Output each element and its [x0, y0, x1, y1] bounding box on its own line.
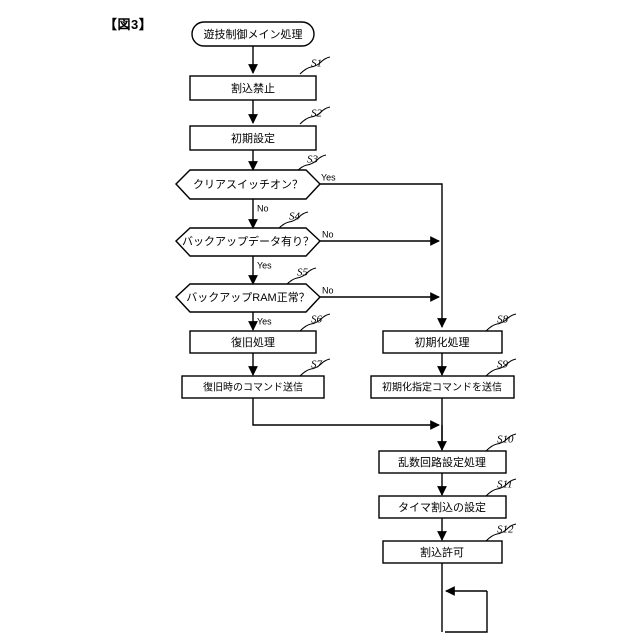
- leader-s2: [299, 106, 331, 125]
- s7-box: [181, 375, 325, 399]
- s11-box: [378, 495, 507, 519]
- node-s1[interactable]: 割込禁止: [189, 75, 317, 101]
- leader-s8: [485, 313, 517, 332]
- s8-label: 初期化処理: [415, 335, 470, 349]
- s10-box: [378, 450, 507, 474]
- connector-s7-to-merge: [252, 398, 440, 430]
- s2-label: 初期設定: [231, 131, 275, 145]
- node-s4[interactable]: バックアップデータ有り？: [175, 227, 321, 257]
- s5-hexagon: [175, 283, 321, 313]
- node-s12[interactable]: 割込許可: [382, 540, 503, 564]
- s4-label: バックアップデータ有り？: [182, 234, 314, 248]
- node-s2[interactable]: 初期設定: [189, 125, 317, 151]
- leader-s7: [299, 358, 331, 377]
- leader-s6: [299, 313, 331, 332]
- start-terminal-label: 遊技制御メイン処理: [204, 27, 303, 41]
- s9-box: [370, 375, 515, 399]
- node-start[interactable]: 遊技制御メイン処理: [191, 21, 315, 47]
- s6-step-tag: S6: [311, 314, 323, 326]
- leader-s10: [485, 433, 517, 452]
- leader-s3: [295, 154, 327, 173]
- node-s11[interactable]: タイマ割込の設定: [378, 495, 507, 519]
- s6-label: 復旧処理: [231, 336, 275, 349]
- s7-label: 復旧時のコマンド送信: [203, 381, 303, 394]
- s3-label: クリアスイッチオン？: [193, 178, 303, 191]
- s3-hexagon: [175, 169, 321, 200]
- s5-label: バックアップRAM正常？: [186, 291, 309, 304]
- s2-step-tag: S2: [311, 108, 323, 120]
- leader-s11: [485, 478, 517, 497]
- node-s6[interactable]: 復旧処理: [189, 330, 317, 354]
- s12-box: [382, 540, 503, 564]
- connector-s3-yes-to-trunk: [320, 183, 447, 328]
- s9-step-tag: S9: [497, 359, 509, 371]
- s10-step-tag: S10: [497, 434, 514, 446]
- s10-label: 乱数回路設定処理: [398, 455, 486, 469]
- s1-step-tag: S1: [311, 58, 322, 70]
- s3-step-tag: S3: [307, 154, 319, 166]
- s8-box: [382, 330, 503, 354]
- step-leader-layer: [277, 56, 517, 542]
- s12-label: 割込許可: [420, 545, 464, 559]
- figure-number-label: 【図3】: [104, 17, 153, 32]
- leader-s12: [485, 523, 517, 542]
- leader-s5: [285, 267, 317, 286]
- s4-no-label: No: [322, 229, 334, 239]
- s7-step-tag: S7: [311, 359, 323, 371]
- s4-step-tag: S4: [289, 211, 301, 223]
- s2-box: [189, 125, 317, 151]
- s11-label: タイマ割込の設定: [398, 500, 486, 514]
- leader-s1: [299, 56, 331, 75]
- node-s3[interactable]: クリアスイッチオン？: [175, 169, 321, 200]
- s4-yes-label: Yes: [257, 260, 272, 270]
- s9-label: 初期化指定コマンドを送信: [382, 381, 502, 394]
- start-terminal-shape: [191, 21, 315, 47]
- s5-step-tag: S5: [297, 267, 309, 279]
- s6-box: [189, 330, 317, 354]
- connector-loop-back: [445, 591, 488, 633]
- s11-step-tag: S11: [497, 479, 513, 491]
- leader-s4: [277, 211, 309, 230]
- node-s7[interactable]: 復旧時のコマンド送信: [181, 375, 325, 399]
- s3-no-label: No: [257, 203, 269, 213]
- s5-yes-label: Yes: [257, 316, 272, 326]
- s12-step-tag: S12: [497, 524, 514, 536]
- s1-box: [189, 75, 317, 101]
- s5-no-label: No: [322, 285, 334, 295]
- connector-layer: [248, 46, 488, 633]
- node-s5[interactable]: バックアップRAM正常？: [175, 283, 321, 313]
- s1-label: 割込禁止: [231, 81, 275, 95]
- s3-yes-label: Yes: [321, 172, 336, 182]
- s4-hexagon: [175, 227, 321, 257]
- node-s9[interactable]: 初期化指定コマンドを送信: [370, 375, 515, 399]
- leader-s9: [485, 358, 517, 377]
- node-s10[interactable]: 乱数回路設定処理: [378, 450, 507, 474]
- s8-step-tag: S8: [497, 314, 509, 326]
- node-s8[interactable]: 初期化処理: [382, 330, 503, 354]
